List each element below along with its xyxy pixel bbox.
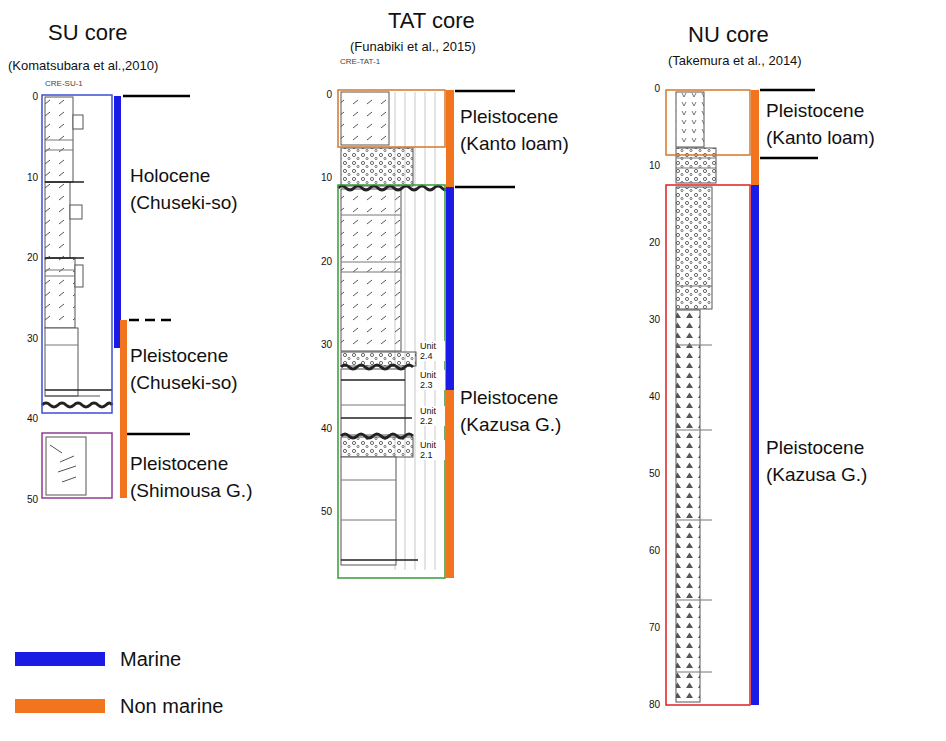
depth-number: 0 [16, 91, 38, 103]
core-title: NU core [688, 22, 769, 48]
unit-label: Pleistocene (Kazusa G.) [460, 384, 610, 438]
nu-log [666, 90, 750, 705]
depth-number: 80 [638, 699, 660, 711]
su-environment-bar [114, 96, 127, 498]
unit-number: Unit 2.1 [419, 440, 445, 460]
tat-log [338, 90, 445, 578]
su-log [42, 95, 112, 498]
core-id: CRE-TAT-1 [340, 57, 380, 67]
depth-number: 30 [16, 333, 38, 345]
legend-text: Marine [120, 647, 181, 671]
unit-label: Pleistocene (Kazusa G.) [766, 434, 916, 488]
depth-number: 50 [638, 468, 660, 480]
unit-number: Unit 2.4 [419, 341, 445, 361]
nu-environment-bar [751, 90, 759, 705]
depth-number: 20 [16, 252, 38, 264]
unit-number: Unit 2.2 [419, 406, 445, 426]
unit-label: Pleistocene (Shimousa G.) [130, 450, 280, 504]
depth-number: 50 [16, 494, 38, 506]
unit-label: Pleistocene (Kanto loam) [766, 97, 916, 151]
depth-number: 50 [310, 506, 332, 518]
reference: (Funabiki et al., 2015) [350, 39, 476, 55]
unit-label: Holocene (Chuseki-so) [130, 162, 280, 216]
unit-label: Pleistocene (Chuseki-so) [130, 342, 280, 396]
reference: (Takemura et al., 2014) [668, 53, 802, 69]
depth-number: 20 [638, 237, 660, 249]
depth-number: 40 [310, 423, 332, 435]
unit-label: Pleistocene (Kanto loam) [460, 103, 610, 157]
core-id: CRE-SU-1 [45, 79, 83, 89]
depth-number: 20 [310, 256, 332, 268]
unit-number: Unit 2.3 [419, 370, 445, 390]
legend-text: Non marine [120, 694, 223, 718]
reference: (Komatsubara et al.,2010) [8, 58, 158, 74]
depth-number: 30 [310, 339, 332, 351]
legend-swatch [15, 699, 105, 713]
core-title: TAT core [388, 8, 475, 34]
depth-number: 40 [638, 391, 660, 403]
depth-number: 40 [16, 413, 38, 425]
tat-environment-bar [446, 90, 454, 578]
depth-number: 30 [638, 314, 660, 326]
legend-swatch [15, 652, 105, 666]
depth-number: 70 [638, 622, 660, 634]
depth-number: 10 [310, 172, 332, 184]
core-title: SU core [48, 20, 127, 46]
depth-number: 0 [638, 83, 660, 95]
depth-number: 0 [310, 89, 332, 101]
depth-number: 60 [638, 545, 660, 557]
depth-number: 10 [638, 160, 660, 172]
depth-number: 10 [16, 172, 38, 184]
